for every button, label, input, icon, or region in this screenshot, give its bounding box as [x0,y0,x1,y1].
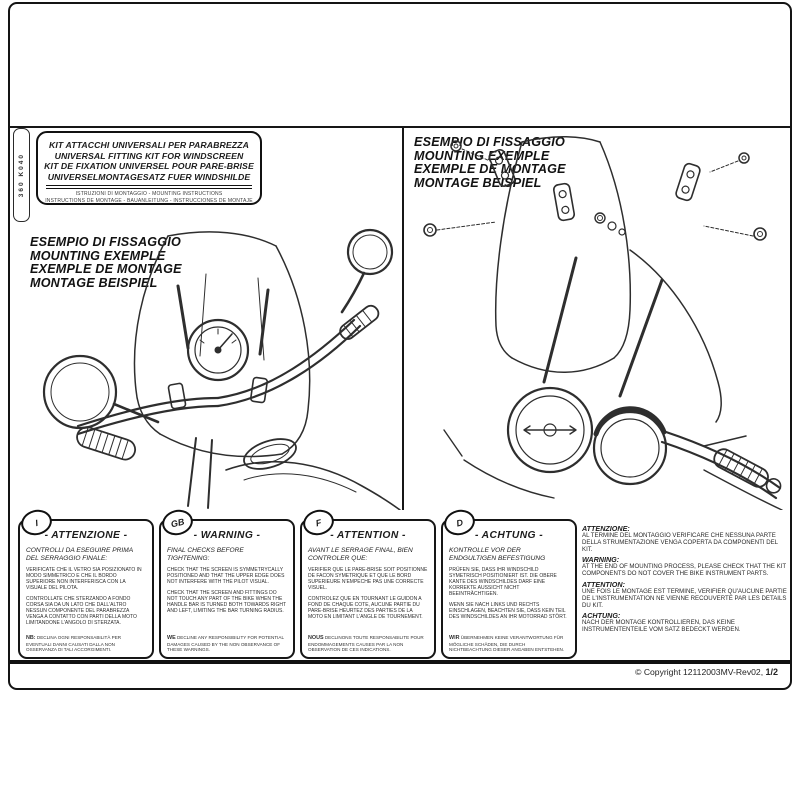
warning-box-french: F - ATTENTION - AVANT LE SERRAGE FINAL, … [300,506,436,659]
mounting-bracket [675,162,701,202]
windscreen-outline [133,231,311,458]
warning-paragraph: PRÜFEN SIE, DASS IHR WINDSCHILD SYMETRIS… [449,567,557,598]
right-handlebar-grip [339,304,380,340]
heading-line: MOUNTING EXEMPLE [30,248,166,263]
product-code-text: 360 K040 [18,152,25,198]
warning-intro: CONTROLLI DA ESEGUIRE PRIMA DEL SERRAGGI… [26,547,133,562]
top-divider-rule [10,126,790,128]
page-number: 1/2 [765,667,778,677]
final-note-text: AL TERMINE DEL MONTAGGIO VERIFICARE CHE … [582,532,778,553]
handlebar [660,430,782,500]
footnote-label: NB: [26,635,36,642]
footnote-text: DECLINONS TOUTE RESPONSABILITE POUR ENDO… [308,635,424,652]
subtitle-line-1: ISTRUZIONI DI MONTAGGIO - MOUNTING INSTR… [75,191,223,198]
heading-line: MONTAGE BEISPIEL [414,175,542,190]
title-box: KIT ATTACCHI UNIVERSALI PER PARABREZZA U… [36,131,262,205]
heading-line: MONTAGE BEISPIEL [30,275,158,290]
mounting-bracket [552,182,576,222]
sheet-border: 360 K040 KIT ATTACCHI UNIVERSALI PER PAR… [8,2,792,690]
fork-tubes [187,437,213,509]
copyright-text: © Copyright 12112003MV-Rev02, [635,667,764,677]
footnote-text: DECLINE ANY RESPONSIBILITY FOR POTENTIAL… [167,635,284,652]
copyright: © Copyright 12112003MV-Rev02, 1/2 [635,667,778,677]
warning-intro: KONTROLLE VOR DER ENDGULTIGEN BEFESTIGUN… [449,547,546,562]
heading-line: MOUNTING EXEMPLE [414,148,550,163]
warning-paragraph: VERIFICATE CHE IL VETRO SIA POSIZIONATO … [26,567,142,592]
right-mirror [340,228,394,314]
nuts-and-washers [594,212,626,236]
final-note-label: ATTENTION: [582,579,625,589]
title-line-en: UNIVERSAL FITTING KIT FOR WINDSCREEN [54,150,244,161]
example-heading-left: ESEMPIO DI FISSAGGIO MOUNTING EXEMPLE EX… [30,235,182,290]
final-note-label: ACHTUNG: [582,611,621,621]
final-note-text: UNE FOIS LE MONTAGE EST TERMINE, VERIFIE… [582,587,787,609]
warning-box-german: D - ACHTUNG - KONTROLLE VOR DER ENDGULTI… [441,506,577,659]
speedometer-gauge [506,386,594,474]
title-line-it: KIT ATTACCHI UNIVERSALI PER PARABREZZA [49,140,249,150]
windscreen-outline [494,135,722,423]
left-mirror [42,354,160,430]
title-line-fr: KIT DE FIXATION UNIVERSEL POUR PARE-BRIS… [44,161,254,172]
tachometer-gauge [592,406,668,486]
heading-line: EXEMPLE DE MONTAGE [414,162,566,177]
title-line-de: UNIVERSELMONTAGESATZ FUER WINDSHILDE [47,171,251,182]
warning-title: - WARNING - [193,530,261,541]
warning-box-english: GB - WARNING - FINAL CHECKS BEFORE TIGHT… [159,506,295,659]
final-note-text: AT THE END OF MOUNTING PROCESS, PLEASE C… [582,563,786,578]
product-code-tag: 360 K040 [13,128,30,222]
warning-paragraph: VERIFIER QUE LE PARE-BRISE SOIT POSITION… [308,567,428,592]
speedometer-gauge [186,318,250,382]
warning-footnote: NB: DECLINA OGNI RESPONSABILITÀ PER EVEN… [26,635,146,652]
warning-footnote: WIR ÜBERNEHMEN KEINE VERANTWORTUNG FÜR M… [449,635,569,652]
footnote-label: NOUS [308,635,324,642]
warning-title: - ATTENZIONE - [44,530,128,541]
warning-box-italian: I - ATTENZIONE - CONTROLLI DA ESEGUIRE P… [18,506,154,659]
screw [709,152,750,173]
screw [450,140,491,162]
footnote-text: DECLINA OGNI RESPONSABILITÀ PER EVENTUAL… [26,635,122,652]
support-rods [176,284,270,356]
warning-title: - ATTENTION - [330,530,406,541]
screw [703,225,767,241]
bottom-thick-rule [10,660,790,664]
subtitle-line-2: INSTRUCTIONS DE MONTAGE - BAUANLEITUNG -… [45,197,253,204]
warning-paragraph: CHECK THAT THE SCREEN AND FITTINGS DO NO… [167,590,286,615]
right-diagram-exploded-example [404,130,790,510]
mounting-clamps [167,376,269,410]
mounting-bracket [488,149,516,187]
left-diagram-mounted-example [20,228,402,510]
warning-paragraph: CONTROLEZ QUE EN TOURNANT LE GUIDON A FO… [308,596,423,621]
support-rods [542,256,664,398]
center-divider-rule [402,126,404,510]
bike-body-lines [443,429,783,510]
heading-line: EXEMPLE DE MONTAGE [30,262,182,277]
warning-footnote: WE DECLINE ANY RESPONSIBILITY FOR POTENT… [167,635,287,652]
warning-title: - ACHTUNG - [474,530,544,541]
handlebar [76,318,362,436]
warning-intro: AVANT LE SERRAGE FINAL, BIEN CONTROLER Q… [308,547,413,562]
warning-paragraph: CHECK THAT THE SCREEN IS SYMMETRYCALLY P… [167,567,285,586]
warning-paragraph: WENN SIE NACH LINKS UND RECHTS EINSCHLAG… [449,602,567,621]
warning-footnote: NOUS DECLINONS TOUTE RESPONSABILITE POUR… [308,635,428,652]
left-handlebar-grip [76,426,137,461]
final-notes-column: ATTENZIONE: AL TERMINE DEL MONTAGGIO VER… [582,522,790,634]
final-note-text: NACH DER MONTAGE KONTROLLIEREN, DAS KEIN… [582,619,741,634]
footnote-label: WE [167,635,176,642]
right-handlebar-grip [713,448,782,494]
fuel-tank [225,438,401,510]
heading-line: ESEMPIO DI FISSAGGIO [30,235,181,249]
final-note-label: WARNING: [582,555,620,565]
screw [423,221,497,237]
warning-intro: FINAL CHECKS BEFORE TIGHTENING: [167,547,244,562]
footnote-text: ÜBERNEHMEN KEINE VERANTWORTUNG FÜR MÖGLI… [449,635,565,652]
final-note-label: ATTENZIONE: [582,524,630,533]
title-divider [46,185,252,190]
footnote-label: WIR [449,635,460,642]
warning-paragraph: CONTROLLATE CHE STERZANDO A FONDO CORSA … [26,596,137,627]
